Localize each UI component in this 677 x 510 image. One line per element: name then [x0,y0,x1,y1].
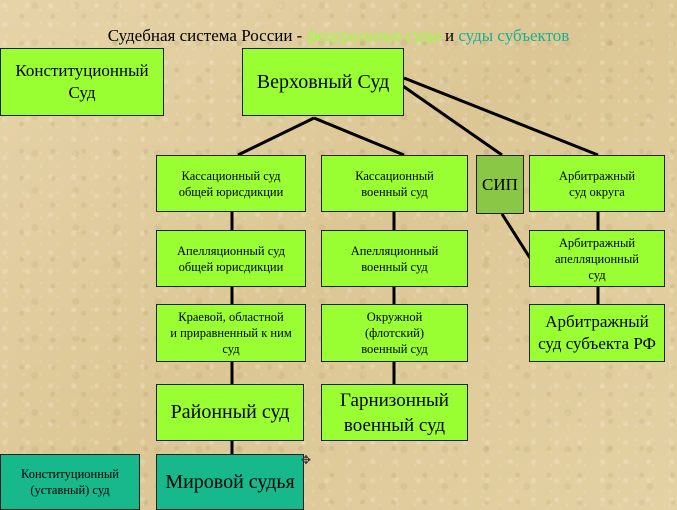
title-prefix: Судебная система России - [107,26,307,45]
title-subject-courts: суды субъектов [458,26,570,45]
move-cursor-icon: ✥ [301,453,312,467]
box-arbitration-subject: Арбитражный суд субъекта РФ [529,304,665,362]
box-magistrate: Мировой судья [156,454,304,510]
box-constitutional-court: Конституционный Суд [0,48,164,116]
box-district-military: Окружной (флотский) военный суд [321,304,468,362]
box-cassation-general-jurisdiction: Кассационный суд общей юрисдикции [156,155,306,212]
connector-supreme-branch-left [237,116,315,157]
box-district-court: Районный суд [156,384,304,441]
box-constitutional-subject: Конституционный (уставный) суд [0,454,140,510]
box-regional-court: Краевой, областной и приравненный к ним … [156,304,306,362]
box-arbitration-district: Арбитражный суд округа [529,155,665,212]
connector-supreme-branch-right [313,116,405,157]
box-sip: СИП [476,155,524,214]
box-arbitration-appeal: Арбитражный апелляционный суд [529,230,665,287]
connector-supreme-arbitration [403,76,599,157]
box-cassation-military: Кассационный военный суд [321,155,468,212]
box-supreme-court: Верховный Суд [242,48,404,116]
box-appeal-general-jurisdiction: Апелляционный суд общей юрисдикции [156,230,306,287]
box-appeal-military: Апелляционный военный суд [321,230,468,287]
connector-supreme-sip [399,82,503,157]
title-conjunction: и [440,26,459,45]
title-federal-courts: федеральные суды [306,26,441,45]
diagram-title: Судебная система России - федеральные су… [0,26,677,46]
connector-sip-arbitration-appeal [500,213,532,259]
box-garrison-military: Гарнизонный военный суд [321,384,468,441]
